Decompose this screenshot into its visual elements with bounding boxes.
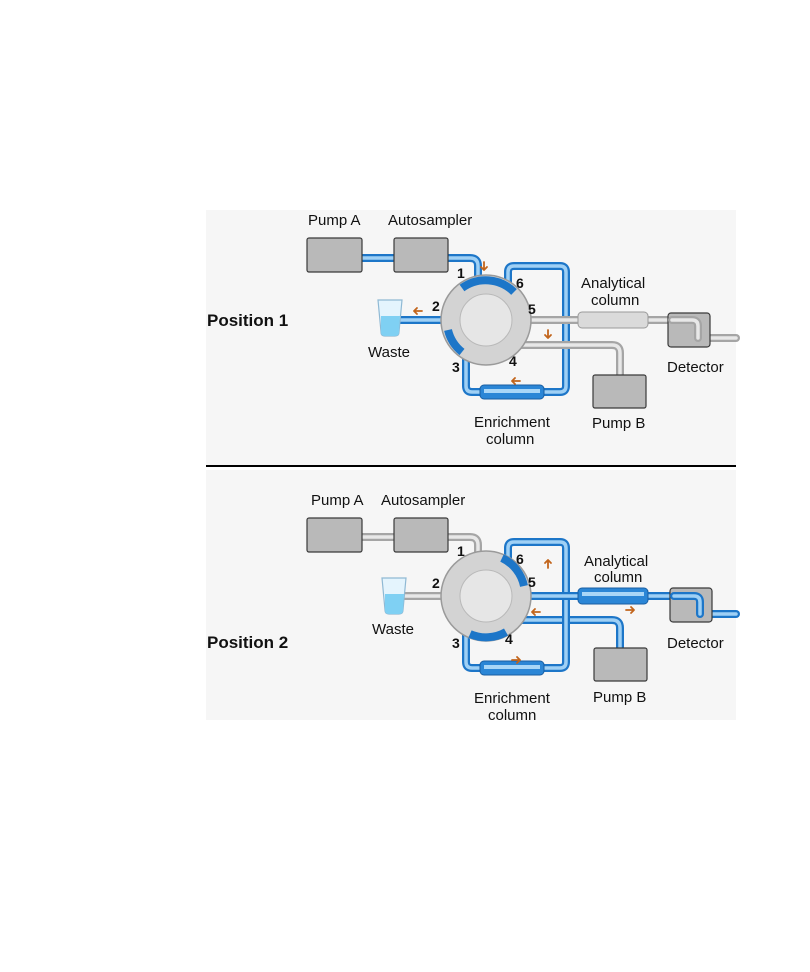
pump-a-box — [306, 237, 363, 273]
enrichment-column-label-line2: column — [486, 431, 534, 448]
pump-b-label: Pump B — [592, 415, 645, 432]
flow-arrow — [544, 559, 552, 569]
valve-stator — [459, 569, 513, 623]
port-5-label: 5 — [528, 574, 536, 590]
flow-arrow — [531, 608, 541, 616]
autosampler-box — [393, 237, 449, 273]
flow-arrow — [480, 261, 488, 271]
enrichment-column-label-line1: Enrichment — [474, 690, 551, 707]
autosampler-box — [393, 517, 449, 553]
pump-b-label: Pump B — [593, 689, 646, 706]
pump-a-label: Pump A — [311, 492, 364, 509]
position-1-title: Position 1 — [207, 311, 288, 330]
analytical-column-label-line1: Analytical — [581, 275, 645, 292]
port-3-label: 3 — [452, 359, 460, 375]
position-2-diagram: Position 2 Pump A Autosampler 1 2 3 — [207, 492, 740, 724]
analytical-column-label-line2: column — [594, 569, 642, 586]
pump-b-box — [593, 647, 648, 682]
valve-channel — [459, 276, 517, 295]
analytical-column-label-line1: Analytical — [584, 553, 648, 570]
port-6-label: 6 — [516, 551, 524, 567]
flow-arrow — [544, 329, 552, 339]
port-1-label: 1 — [457, 265, 465, 281]
port-3-label: 3 — [452, 635, 460, 651]
waste-label: Waste — [368, 344, 410, 361]
port-5-label: 5 — [528, 301, 536, 317]
enrichment-column-label-line1: Enrichment — [474, 414, 551, 431]
position-2-title: Position 2 — [207, 633, 288, 652]
pump-b-box — [592, 374, 647, 409]
analytical-column — [577, 311, 649, 329]
panel-divider — [206, 465, 736, 467]
port-6-label: 6 — [516, 275, 524, 291]
flow-arrow — [413, 307, 423, 315]
port-4-label: 4 — [505, 631, 513, 647]
port-2-label: 2 — [432, 298, 440, 314]
enrichment-column-label-line2: column — [488, 707, 536, 724]
waste-beaker — [381, 577, 407, 615]
valve-stator — [459, 293, 513, 347]
flow-arrow — [625, 606, 635, 614]
port-4-label: 4 — [509, 353, 517, 369]
autosampler-label: Autosampler — [381, 492, 465, 509]
pump-a-label: Pump A — [308, 212, 361, 229]
port-2-label: 2 — [432, 575, 440, 591]
autosampler-label: Autosampler — [388, 212, 472, 229]
valve-channel — [500, 554, 528, 588]
pump-a-box — [306, 517, 363, 553]
flow-arrow — [511, 656, 521, 664]
port-1-label: 1 — [457, 543, 465, 559]
waste-label: Waste — [372, 621, 414, 638]
flow-arrow — [511, 377, 521, 385]
detector-label: Detector — [667, 635, 724, 652]
analytical-column-label-line2: column — [591, 292, 639, 309]
waste-beaker — [377, 299, 403, 337]
detector-label: Detector — [667, 359, 724, 376]
position-1-diagram: Position 1 Pump A Autosampler 1 — [207, 212, 740, 448]
